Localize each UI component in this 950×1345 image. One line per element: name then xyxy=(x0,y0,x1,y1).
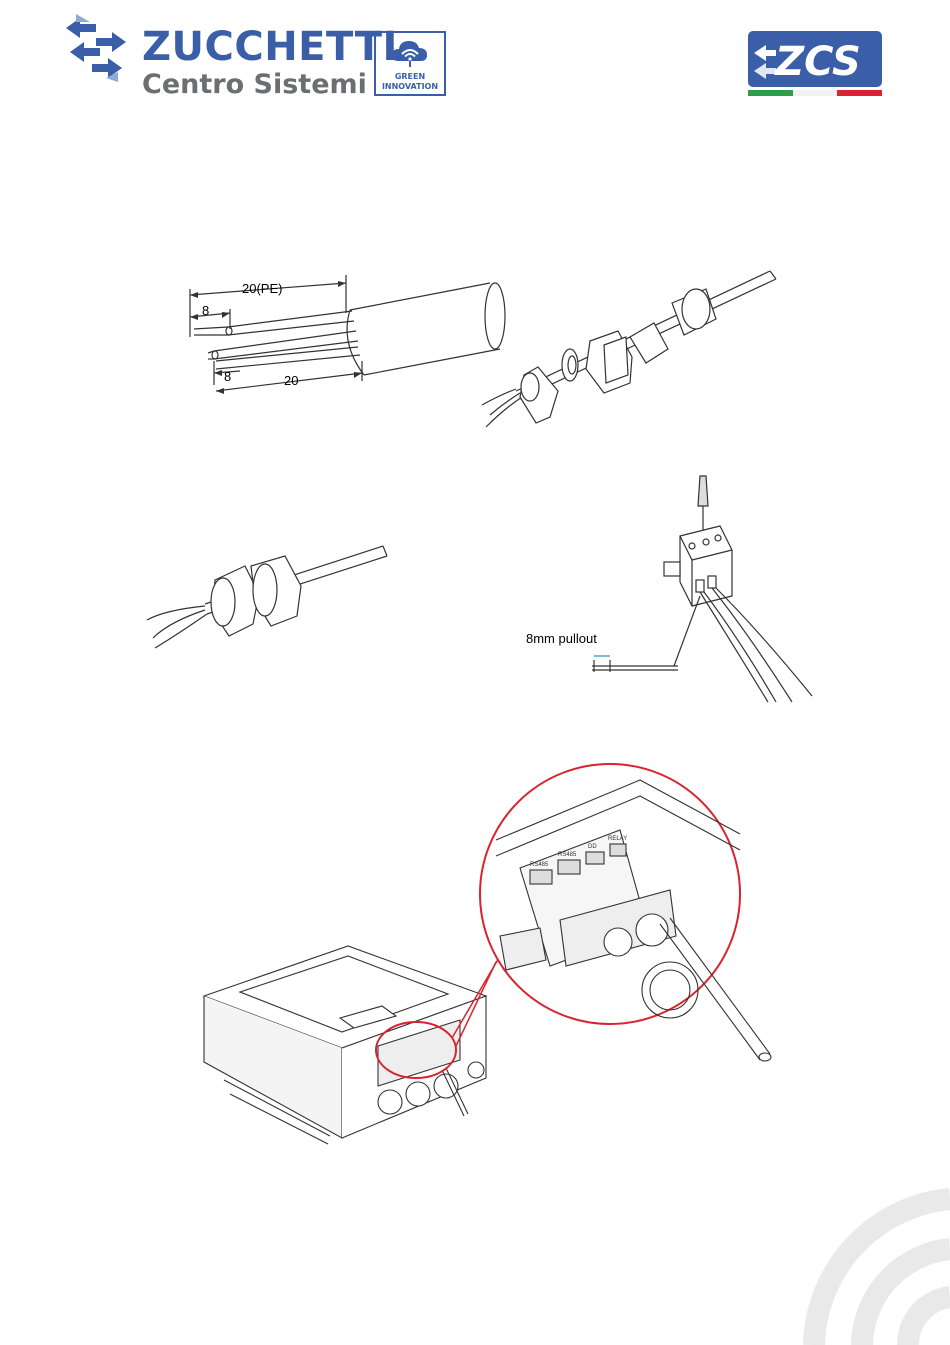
green-innovation-badge: GREEN INNOVATION xyxy=(374,31,446,96)
decorative-arcs-icon xyxy=(800,1185,950,1345)
badge-line-1: GREEN xyxy=(376,72,444,81)
dim-bottom-strip-label: 8 xyxy=(224,369,231,384)
board-label: RS485 xyxy=(530,862,549,868)
badge-line-2: INNOVATION xyxy=(376,82,444,91)
cable-strip-dimension-diagram: 20(PE) 8 8 20 xyxy=(180,265,520,405)
brand-name: ZUCCHETTI xyxy=(142,27,398,67)
terminal-block-pullout-diagram: 8mm pullout xyxy=(520,470,820,705)
board-label: DD xyxy=(588,844,597,850)
cloud-wifi-icon xyxy=(390,37,430,69)
brand-subtitle: Centro Sistemi xyxy=(142,71,367,98)
zcs-logo: ZCS xyxy=(748,31,882,97)
zucchetti-arrows-icon xyxy=(66,14,130,82)
board-label: RELAY xyxy=(608,836,627,842)
dim-pe-label: 20(PE) xyxy=(242,281,282,296)
exploded-cable-gland-diagram xyxy=(480,265,780,435)
board-label: RS485 xyxy=(558,852,577,858)
inverter-connection-diagram: RS485 RS485 DD RELAY xyxy=(200,760,780,1150)
pullout-label: 8mm pullout xyxy=(526,631,597,646)
dim-bottom-length-label: 20 xyxy=(284,373,298,388)
zcs-logo-text: ZCS xyxy=(773,39,861,85)
assembled-cable-gland-diagram xyxy=(135,540,395,660)
dim-top-strip-label: 8 xyxy=(202,303,209,318)
